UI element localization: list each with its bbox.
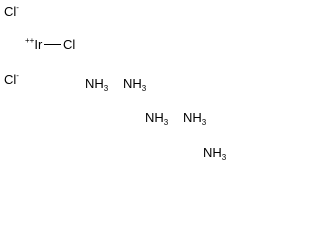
ammine-5-atom: NH (203, 145, 222, 160)
iridium-charge: ++ (25, 36, 35, 45)
ammine-ligand-5: NH3 (203, 145, 227, 162)
bonded-chlorine-symbol: Cl (63, 37, 76, 52)
chloride-ion-2-symbol: Cl (4, 72, 17, 87)
ammine-ligand-2: NH3 (123, 76, 147, 93)
chloride-ion-1-symbol: Cl (4, 4, 17, 19)
ammine-ligand-4: NH3 (183, 110, 207, 127)
ammine-1-count: 3 (103, 84, 109, 93)
iridium-center: ++Ir (25, 36, 43, 52)
structure-diagram: Cl- ++Ir Cl Cl- NH3 NH3 NH3 NH3 NH3 (0, 0, 230, 162)
chloride-ion-2: Cl- (4, 71, 19, 87)
chloride-ion-2-charge: - (16, 71, 19, 80)
ammine-2-atom: NH (123, 76, 142, 91)
chloride-ion-1-charge: - (16, 3, 19, 12)
ammine-4-count: 3 (201, 118, 207, 127)
ammine-5-count: 3 (221, 153, 227, 162)
ammine-3-count: 3 (163, 118, 169, 127)
chloride-ion-1: Cl- (4, 3, 19, 19)
ir-cl-bond (44, 44, 61, 45)
ammine-2-count: 3 (141, 84, 147, 93)
ammine-4-atom: NH (183, 110, 202, 125)
ammine-1-atom: NH (85, 76, 104, 91)
ammine-3-atom: NH (145, 110, 164, 125)
ammine-ligand-3: NH3 (145, 110, 169, 127)
ammine-ligand-1: NH3 (85, 76, 109, 93)
bonded-chlorine: Cl (63, 38, 75, 51)
iridium-symbol: Ir (34, 37, 43, 52)
